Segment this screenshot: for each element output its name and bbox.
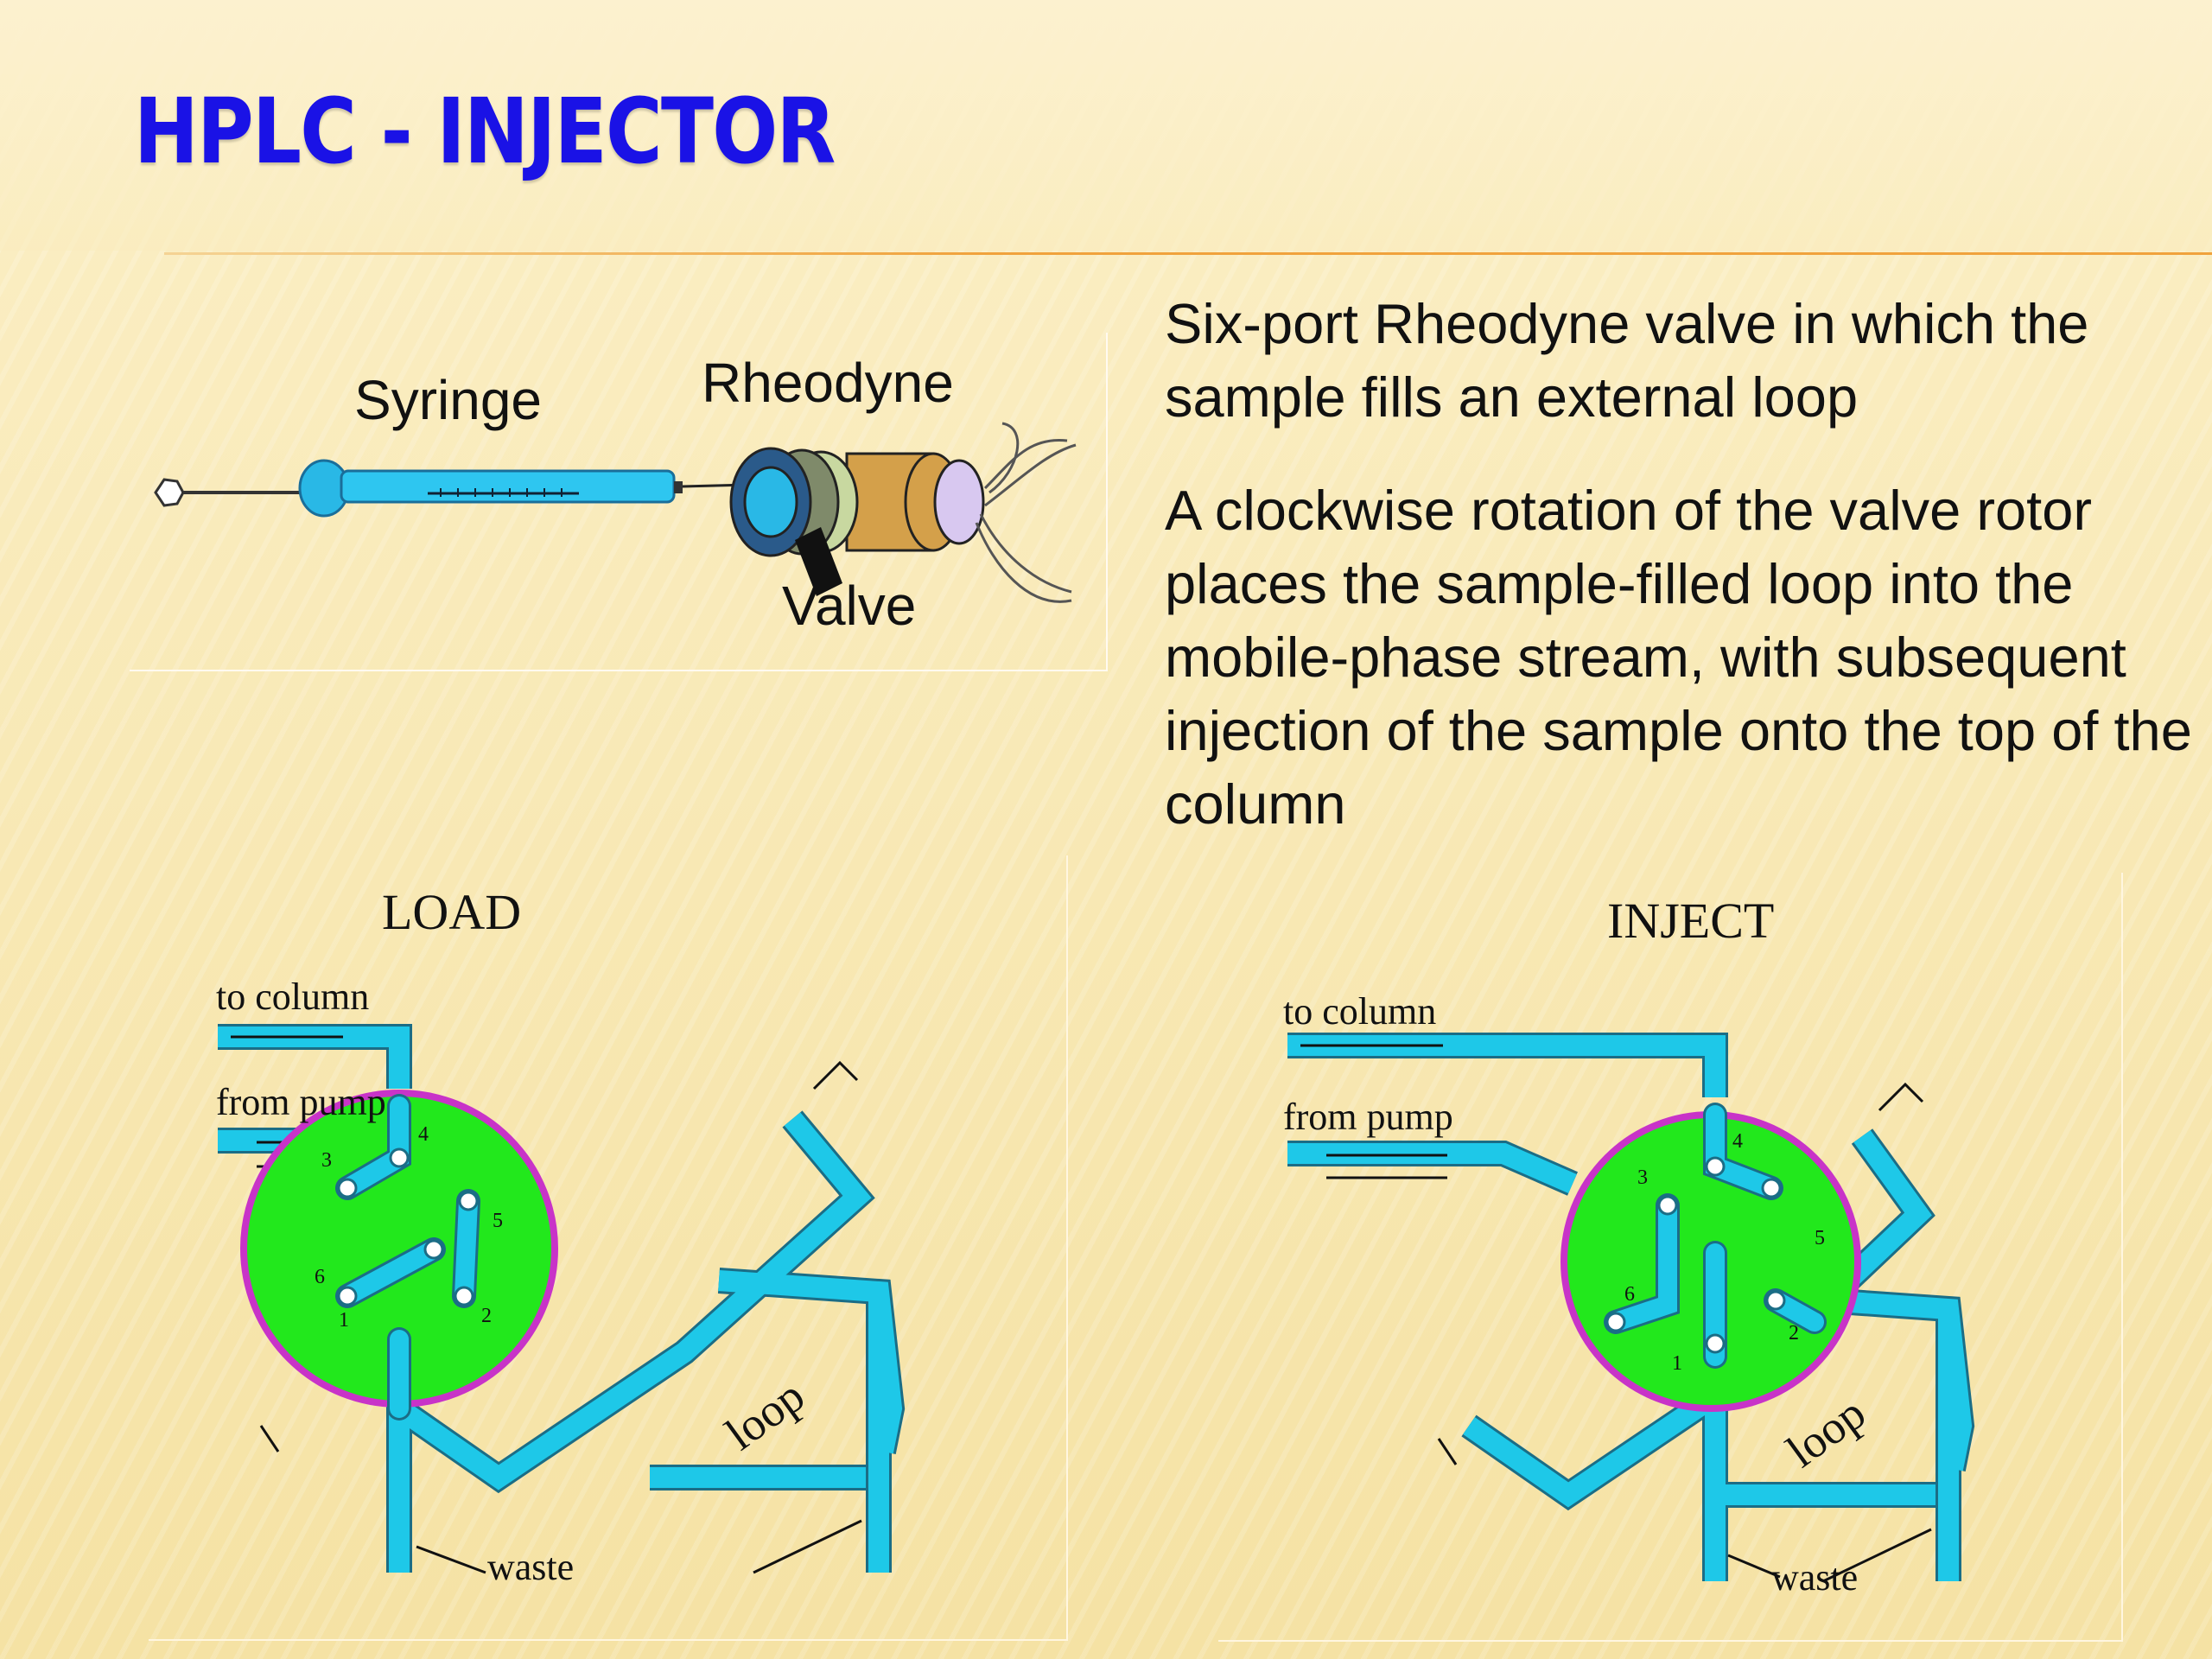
inject-port-6: 6 — [1624, 1283, 1635, 1306]
load-diagram: 1 2 3 4 5 6 LOAD to column from pump loo… — [149, 855, 1068, 1641]
syringe-label: Syringe — [354, 369, 542, 431]
description-paragraph-1: Six-port Rheodyne valve in which the sam… — [1165, 292, 2089, 429]
syringe-barrel — [340, 469, 676, 504]
inject-valve-schematic: 1 2 3 4 5 6 INJECT to column from pump l… — [1283, 893, 1975, 1599]
inject-title: INJECT — [1607, 893, 1774, 949]
syringe-illustration: Syringe Rheodyne Valve — [154, 352, 1077, 637]
inject-diagram: 1 2 3 4 5 6 INJECT to column from pump l… — [1218, 873, 2123, 1642]
load-port-3: 3 — [321, 1149, 332, 1172]
load-port-4: 4 — [418, 1123, 429, 1146]
title-divider — [164, 252, 2212, 255]
description-paragraph-2: A clockwise rotation of the valve rotor … — [1165, 479, 2192, 836]
load-loop-label: loop — [716, 1370, 814, 1460]
load-from-pump-label: from pump — [216, 1081, 386, 1123]
load-port-5: 5 — [493, 1210, 503, 1232]
syringe-figure: Syringe Rheodyne Valve — [130, 333, 1108, 671]
load-port-1: 1 — [339, 1309, 349, 1332]
inject-loop-label: loop — [1777, 1387, 1875, 1478]
slide-title: HPLC - INJECTOR — [134, 79, 836, 184]
plunger-knob — [154, 478, 185, 507]
inject-port-3: 3 — [1637, 1166, 1648, 1189]
inject-waste-label: waste — [1771, 1556, 1858, 1599]
load-to-column-label: to column — [216, 976, 369, 1018]
load-port-6: 6 — [315, 1266, 325, 1288]
inject-port-4: 4 — [1732, 1130, 1743, 1153]
inject-port-1: 1 — [1672, 1352, 1682, 1375]
inject-port-5: 5 — [1815, 1227, 1825, 1249]
valve-label: Valve — [782, 575, 916, 637]
load-valve-schematic: 1 2 3 4 5 6 LOAD to column from pump loo… — [216, 884, 906, 1588]
inject-port-2: 2 — [1789, 1322, 1799, 1344]
rheodyne-label: Rheodyne — [702, 352, 954, 414]
load-title: LOAD — [382, 884, 521, 940]
valve-handle — [795, 527, 842, 596]
inject-to-column-label: to column — [1283, 990, 1436, 1033]
slide-header-band — [0, 0, 2212, 251]
load-port-2: 2 — [481, 1305, 492, 1327]
inject-from-pump-label: from pump — [1283, 1096, 1453, 1138]
load-waste-label: waste — [487, 1546, 574, 1588]
